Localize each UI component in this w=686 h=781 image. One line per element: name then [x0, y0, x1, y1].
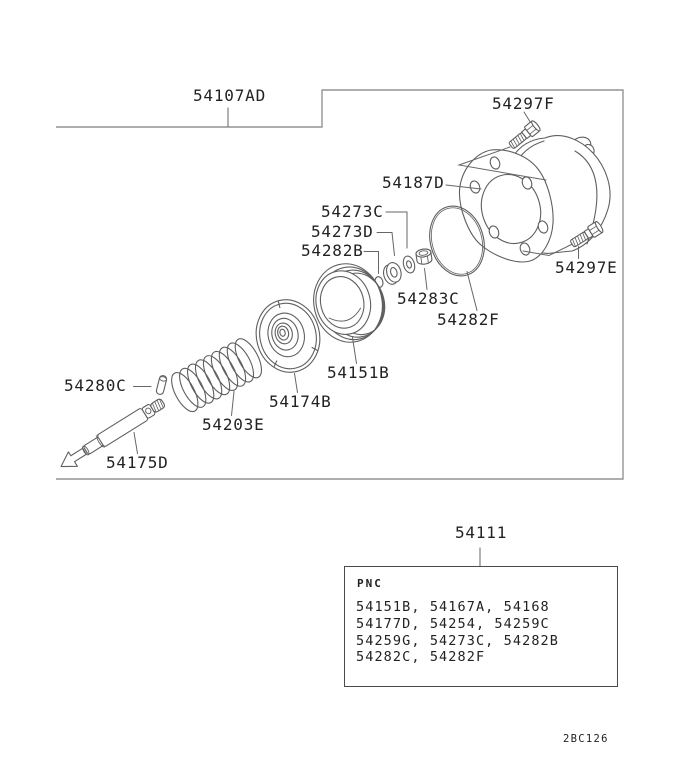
callout-shaft: 54175D — [106, 453, 169, 472]
direction-arrow — [60, 447, 87, 468]
pnc-row: 54259G, 54273C, 54282B — [356, 632, 560, 649]
callout-pump-unit: 54111 — [455, 523, 508, 542]
pin-shape — [155, 375, 168, 395]
parts-group — [60, 120, 611, 468]
callout-pulley: 54151B — [327, 363, 390, 382]
drawing-code: 2BC126 — [563, 733, 609, 745]
callout-ring-small: 54282B — [301, 241, 364, 260]
callout-bearing: 54273D — [311, 222, 374, 241]
pulley-shape — [313, 263, 386, 343]
bolt-rear-shape — [570, 221, 604, 248]
bearing-shape — [382, 261, 402, 285]
diagram-frame — [56, 89, 624, 480]
pnc-row: 54177D, 54254, 54259C — [356, 615, 550, 632]
shaft-shape — [60, 398, 166, 468]
callout-pin: 54280C — [64, 376, 127, 395]
hub-shape — [255, 299, 321, 373]
callout-main-assembly: 54107AD — [193, 86, 267, 105]
pnc-row: 54282C, 54282F — [356, 649, 486, 666]
pnc-header: PNC — [357, 577, 383, 590]
o-ring-shape — [429, 205, 485, 277]
bolt-front-shape — [508, 120, 541, 149]
pnc-box: PNC 54151B, 54167A, 54168 54177D, 54254,… — [344, 566, 618, 687]
callout-bolt-rear: 54297E — [555, 258, 618, 277]
pnc-row: 54151B, 54167A, 54168 — [356, 599, 550, 615]
callout-snap-ring: 54273C — [321, 202, 384, 221]
leader-lines — [133, 107, 579, 567]
callout-o-ring: 54282F — [437, 310, 500, 329]
washer-shape — [402, 255, 416, 274]
callout-gasket: 54187D — [382, 173, 445, 192]
callout-spring: 54203E — [202, 415, 265, 434]
spring-shape — [171, 338, 263, 413]
nut-shape — [415, 248, 433, 265]
callout-hub: 54174B — [269, 392, 332, 411]
pnc-row-list: 54151B, 54167A, 54168 54177D, 54254, 542… — [356, 599, 559, 666]
callout-nut: 54283C — [397, 289, 460, 308]
callout-bolt-front: 54297F — [492, 94, 555, 113]
